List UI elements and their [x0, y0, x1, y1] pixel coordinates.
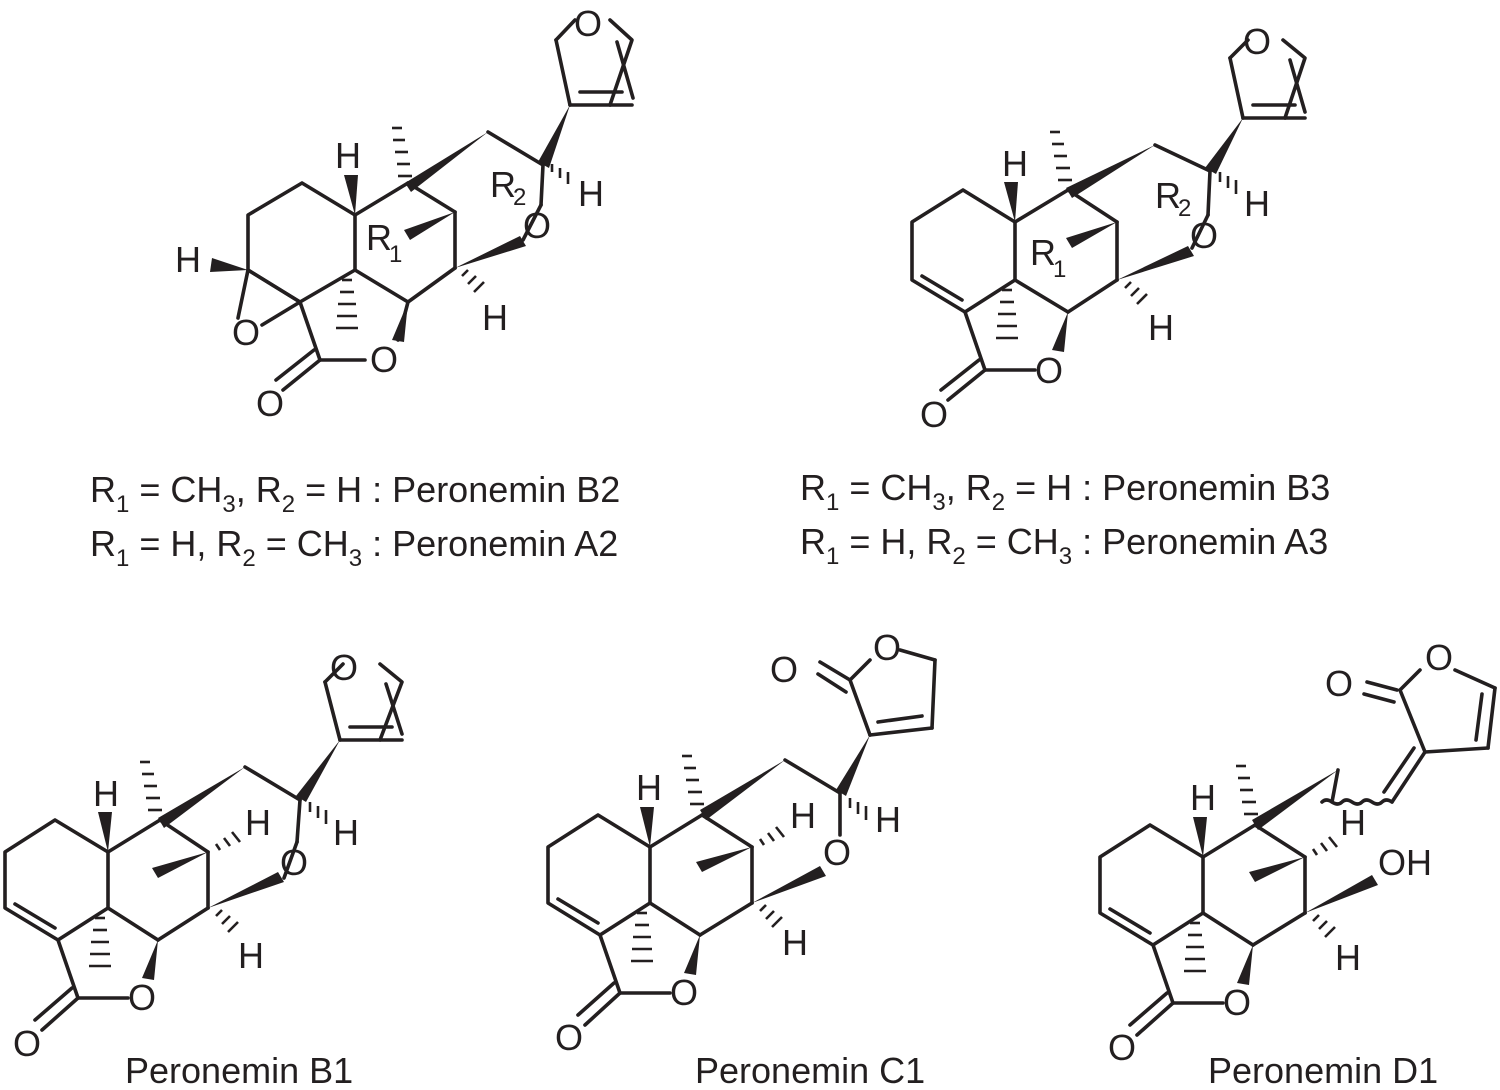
carbonyl-oxygen: O [770, 649, 798, 690]
carbonyl-oxygen: O [920, 394, 948, 435]
legend-a2-line: R1 = H, R2 = CH3 : Peronemin A2 [90, 523, 618, 572]
h-label: H [93, 773, 119, 814]
furan-oxygen-3: O [330, 647, 358, 688]
h-label: H [333, 812, 359, 853]
h-label: H [578, 173, 604, 214]
lactone-oxygen: O [370, 339, 398, 380]
h-label: H [636, 767, 662, 808]
carbonyl-oxygen: O [13, 1023, 41, 1064]
h-label: H [875, 799, 901, 840]
lactone-oxygen: O [670, 972, 698, 1013]
h-label: H [175, 239, 201, 280]
h-label: H [1148, 307, 1174, 348]
r1-subscript: 1 [1053, 256, 1066, 283]
h-label: H [1340, 802, 1366, 843]
legend-b2-line: R1 = CH3, R2 = H : Peronemin B2 [90, 469, 620, 518]
h-label: H [1244, 183, 1270, 224]
h-label: H [1335, 937, 1361, 978]
carbonyl-oxygen: O [555, 1017, 583, 1058]
r2-label: R [490, 164, 516, 205]
epoxide-oxygen: O [232, 312, 260, 353]
r2-label: R [1155, 175, 1181, 216]
h-label: H [482, 297, 508, 338]
carbonyl-oxygen: O [256, 383, 284, 424]
h-label: H [782, 922, 808, 963]
furan-oxygen-2: O [1243, 21, 1271, 62]
structure-peronemin-b3-a3 [910, 38, 1307, 402]
ether-oxygen: O [523, 205, 551, 246]
legend-a3-line: R1 = H, R2 = CH3 : Peronemin A3 [800, 521, 1328, 570]
butenolide-oxygen: O [1425, 637, 1453, 678]
hydroxyl-label: OH [1378, 842, 1432, 883]
butenolide-oxygen: O [873, 627, 901, 668]
h-label: H [1002, 143, 1028, 184]
caption-peronemin-c1: Peronemin C1 [695, 1050, 925, 1090]
r1-label: R [1030, 232, 1056, 273]
r2-subscript: 2 [1178, 195, 1191, 222]
carbonyl-oxygen: O [1325, 663, 1353, 704]
ether-oxygen: O [280, 842, 308, 883]
carbonyl-oxygen: O [1108, 1027, 1136, 1068]
h-label: H [238, 935, 264, 976]
structure-peronemin-b1 [3, 662, 404, 1032]
h-label: H [1190, 777, 1216, 818]
lactone-oxygen: O [128, 977, 156, 1018]
lactone-oxygen: O [1035, 350, 1063, 391]
ether-oxygen: O [823, 832, 851, 873]
r1-subscript: 1 [389, 241, 402, 268]
caption-peronemin-b1: Peronemin B1 [125, 1050, 353, 1090]
h-label: H [790, 795, 816, 836]
structure-peronemin-b2-a2 [210, 18, 635, 392]
r1-label: R [366, 217, 392, 258]
r2-subscript: 2 [513, 184, 526, 211]
legend-b3-line: R1 = CH3, R2 = H : Peronemin B3 [800, 467, 1330, 516]
h-label: H [335, 135, 361, 176]
ether-oxygen: O [1190, 215, 1218, 256]
furan-oxygen-1: O [574, 3, 602, 44]
caption-peronemin-d1: Peronemin D1 [1208, 1050, 1438, 1090]
lactone-oxygen: O [1223, 982, 1251, 1023]
structure-peronemin-d1 [1098, 668, 1497, 1037]
structure-peronemin-c1 [546, 648, 937, 1027]
h-label: H [245, 802, 271, 843]
